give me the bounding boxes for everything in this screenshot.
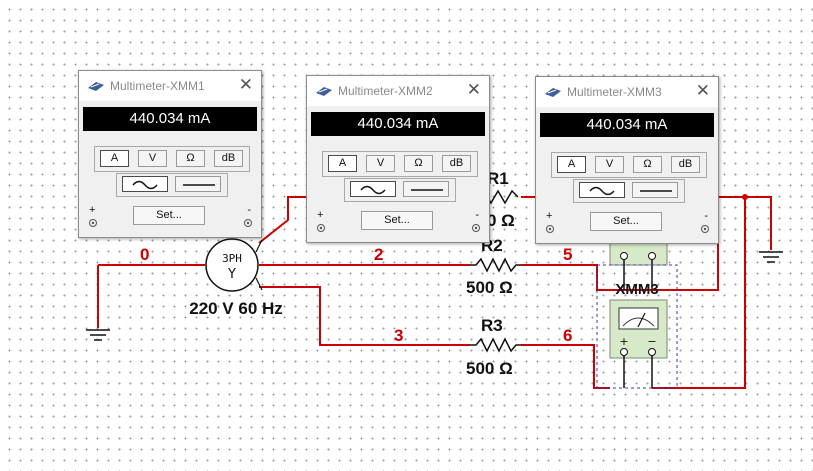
ground-symbol-right	[759, 251, 783, 263]
meter-plus-label: +	[619, 335, 628, 348]
mode-button-ohmmeter[interactable]: Ω	[176, 150, 205, 167]
mode-button-ammeter[interactable]: A	[100, 150, 129, 167]
mode-button-group: A V Ω dB	[322, 151, 478, 177]
mode-button-decibel[interactable]: dB	[671, 156, 700, 173]
net-label-2: 2	[374, 245, 383, 264]
mode-button-group: A V Ω dB	[94, 146, 250, 172]
resistor-r1-value: 0 Ω	[487, 211, 515, 230]
window-title: Multimeter-XMM3	[567, 85, 662, 99]
close-icon[interactable]: ✕	[238, 75, 253, 94]
mode-button-group: A V Ω dB	[551, 152, 707, 178]
window-title: Multimeter-XMM2	[338, 84, 433, 98]
ac-mode-button[interactable]	[122, 176, 168, 192]
net-label-0: 0	[140, 245, 149, 264]
window-titlebar[interactable]: Multimeter-XMM3 ✕	[536, 77, 718, 107]
minus-terminal-label: -	[475, 209, 479, 221]
net-label-3: 3	[394, 326, 403, 345]
plus-terminal-icon[interactable]	[88, 218, 98, 228]
dc-line-icon	[640, 190, 672, 192]
multimeter-window-xmm2[interactable]: Multimeter-XMM2 ✕ 440.034 mA A V Ω dB + …	[306, 75, 490, 243]
mode-button-decibel[interactable]: dB	[214, 150, 243, 167]
meter-symbol-label: XMM3	[615, 281, 658, 298]
mode-button-ammeter[interactable]: A	[557, 156, 586, 173]
reading-display: 440.034 mA	[83, 107, 257, 131]
minus-terminal-icon[interactable]	[471, 223, 481, 233]
set-button[interactable]: Set...	[133, 206, 205, 225]
wire-xmm3-out[interactable]	[718, 196, 772, 250]
minus-terminal-icon[interactable]	[243, 218, 253, 228]
wire-source-net-3[interactable]	[259, 286, 470, 346]
minus-terminal-label: -	[247, 204, 251, 216]
meter-symbol-xmm3[interactable]	[609, 299, 668, 388]
dc-line-icon	[411, 189, 443, 191]
reading-display: 440.034 mA	[540, 113, 714, 137]
signal-button-group	[344, 178, 456, 202]
window-titlebar[interactable]: Multimeter-XMM2 ✕	[307, 76, 489, 106]
plus-terminal-label: +	[89, 204, 96, 216]
ac-mode-button[interactable]	[350, 181, 396, 197]
signal-button-group	[116, 173, 228, 197]
mode-button-decibel[interactable]: dB	[442, 155, 471, 172]
plus-terminal-icon[interactable]	[316, 223, 326, 233]
multimeter-app-icon	[316, 87, 332, 96]
plus-terminal-label: +	[317, 209, 324, 221]
mode-button-voltmeter[interactable]: V	[366, 155, 395, 172]
set-button[interactable]: Set...	[361, 211, 433, 230]
minus-terminal-label: -	[704, 210, 708, 222]
source-connection-label: Y	[227, 267, 236, 282]
dc-mode-button[interactable]	[632, 182, 678, 198]
junction-dot	[742, 194, 748, 200]
mode-button-ammeter[interactable]: A	[328, 155, 357, 172]
mode-button-ohmmeter[interactable]: Ω	[404, 155, 433, 172]
multimeter-window-xmm1[interactable]: Multimeter-XMM1 ✕ 440.034 mA A V Ω dB + …	[78, 70, 262, 238]
mode-button-ohmmeter[interactable]: Ω	[633, 156, 662, 173]
net-label-6: 6	[563, 326, 572, 345]
sine-wave-icon	[589, 186, 615, 196]
dc-line-icon	[183, 184, 215, 186]
reading-display: 440.034 mA	[311, 112, 485, 136]
resistor-r2[interactable]	[470, 257, 521, 273]
window-titlebar[interactable]: Multimeter-XMM1 ✕	[79, 71, 261, 101]
three-phase-source[interactable]: 3PH Y	[205, 238, 263, 292]
resistor-r3[interactable]	[470, 337, 521, 353]
source-rating-label: 220 V 60 Hz	[189, 299, 283, 318]
plus-terminal-icon[interactable]	[545, 224, 555, 234]
resistor-r3-name: R3	[481, 316, 503, 335]
source-type-label: 3PH	[222, 252, 242, 265]
sine-wave-icon	[360, 185, 386, 195]
mode-button-voltmeter[interactable]: V	[138, 150, 167, 167]
ground-symbol-left	[86, 329, 110, 341]
close-icon[interactable]: ✕	[466, 80, 481, 99]
minus-terminal-icon[interactable]	[700, 224, 710, 234]
close-icon[interactable]: ✕	[695, 81, 710, 100]
resistor-r2-value: 500 Ω	[466, 278, 513, 297]
multimeter-window-xmm3[interactable]: Multimeter-XMM3 ✕ 440.034 mA A V Ω dB + …	[535, 76, 719, 244]
resistor-r3-value: 500 Ω	[466, 359, 513, 378]
sine-wave-icon	[132, 180, 158, 190]
multimeter-app-icon	[545, 88, 561, 97]
selection-box	[596, 264, 678, 389]
plus-terminal-label: +	[546, 210, 553, 222]
resistor-r1-name: R1	[487, 169, 509, 188]
wire-return[interactable]	[652, 197, 746, 389]
net-label-5: 5	[563, 245, 572, 264]
multimeter-app-icon	[88, 82, 104, 91]
window-title: Multimeter-XMM1	[110, 79, 205, 93]
ac-mode-button[interactable]	[579, 182, 625, 198]
wire-source-xmm2[interactable]	[258, 196, 308, 244]
mode-button-voltmeter[interactable]: V	[595, 156, 624, 173]
dc-mode-button[interactable]	[175, 176, 221, 192]
signal-button-group	[573, 179, 685, 203]
meter-minus-label: −	[647, 335, 656, 348]
set-button[interactable]: Set...	[590, 212, 662, 231]
dc-mode-button[interactable]	[403, 181, 449, 197]
